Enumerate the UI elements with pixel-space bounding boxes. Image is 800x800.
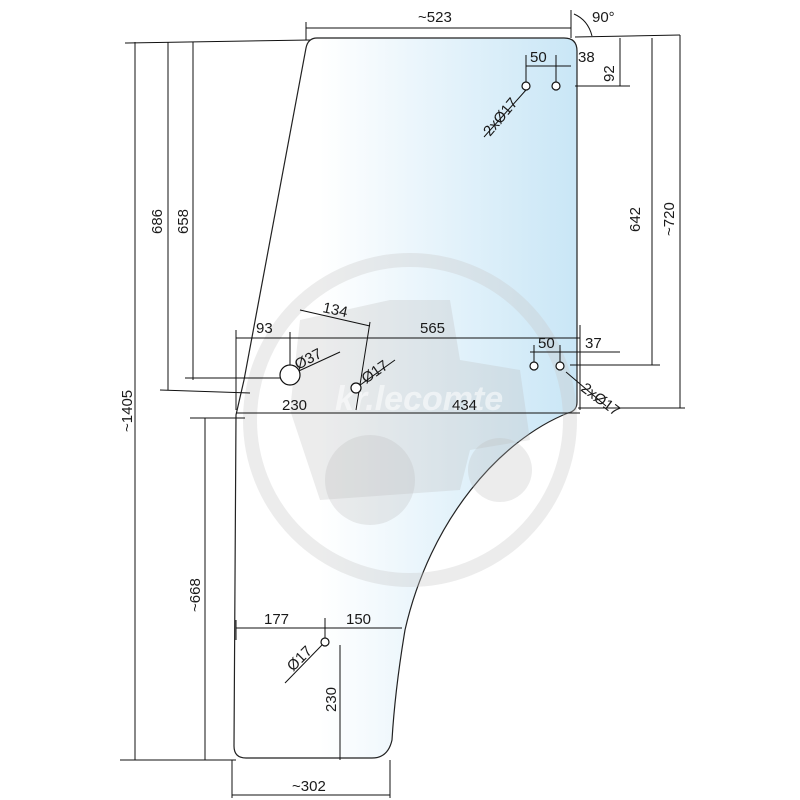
- label-37: 37: [585, 335, 602, 352]
- label-134: 134: [321, 299, 349, 321]
- label-668: ~668: [187, 578, 204, 612]
- label-angle: 90°: [592, 9, 615, 26]
- label-642: 642: [627, 207, 644, 232]
- right-hole-left: [529, 361, 539, 371]
- label-top-hole-spacing: 50: [530, 49, 547, 66]
- label-top-down-offset: 92: [601, 65, 618, 82]
- big-hole: [279, 364, 301, 386]
- watermark-logo: kr.lecomte: [243, 253, 577, 587]
- dimension-lines: [120, 10, 685, 798]
- label-434: 434: [452, 397, 477, 414]
- label-bottom-width: ~302: [292, 778, 326, 795]
- dimension-labels: ~523 90° 50 38 92 2xØ17 686 658 642 ~720…: [119, 9, 678, 795]
- label-bottom-230: 230: [323, 687, 340, 712]
- label-230: 230: [282, 397, 307, 414]
- glass-panel: [233, 37, 578, 759]
- bottom-hole: [320, 637, 330, 647]
- label-mid-hole-spacing: 50: [538, 335, 555, 352]
- mid-hole: [350, 382, 362, 394]
- label-720: ~720: [661, 202, 678, 236]
- label-93: 93: [256, 320, 273, 337]
- label-658: 658: [175, 209, 192, 234]
- label-565: 565: [420, 320, 445, 337]
- label-686: 686: [149, 209, 166, 234]
- holes: [279, 81, 565, 647]
- label-top-width: ~523: [418, 9, 452, 26]
- label-177: 177: [264, 611, 289, 628]
- label-150: 150: [346, 611, 371, 628]
- top-hole-left: [521, 81, 531, 91]
- top-hole-right: [551, 81, 561, 91]
- label-1405: ~1405: [119, 390, 136, 432]
- watermark-text: kr.lecomte: [335, 380, 503, 418]
- label-right-holes: 2xØ17: [578, 380, 624, 420]
- right-hole-right: [555, 361, 565, 371]
- label-top-right-offset: 38: [578, 49, 595, 66]
